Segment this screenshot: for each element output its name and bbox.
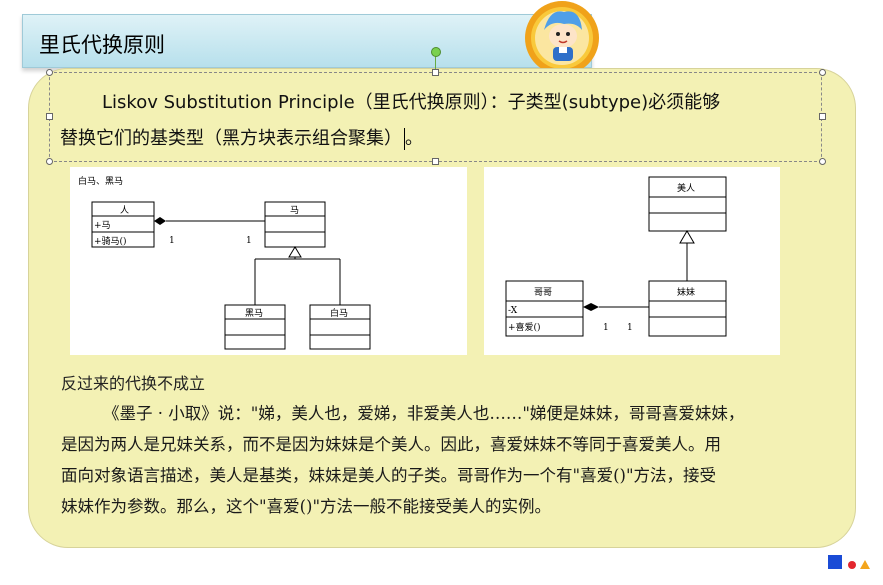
body-paragraph: 《墨子 · 小取》说："娣，美人也，爱娣，非爱美人也……"娣便是妹妹，哥哥喜爱妹… xyxy=(61,398,851,522)
intro-line-2-text: 替换它们的基类型（黑方块表示组合聚集） xyxy=(60,128,402,149)
paragraph-line: 妹妹作为参数。那么，这个"喜爱()"方法一般不能接受美人的实例。 xyxy=(61,497,552,516)
class-brother-op: +喜爱() xyxy=(508,321,541,333)
rotate-handle[interactable] xyxy=(431,47,441,57)
cartoon-boy-mascot-icon xyxy=(525,1,599,75)
resize-handle-nw[interactable] xyxy=(46,69,53,76)
class-sister-name: 妹妹 xyxy=(677,286,695,298)
subheading: 反过来的代换不成立 xyxy=(61,374,206,393)
class-white-horse-name: 白马 xyxy=(330,307,348,319)
paragraph-line: 是因为两人是兄妹关系，而不是因为妹妹是个美人。因此，喜爱妹妹不等同于喜爱美人。用 xyxy=(61,435,721,454)
resize-handle-w[interactable] xyxy=(46,113,53,120)
intro-line-1: Liskov Substitution Principle（里氏代换原则）：子类… xyxy=(102,92,721,113)
class-person-attr: +马 xyxy=(94,220,111,231)
blue-square-icon xyxy=(828,555,842,569)
class-brother-name: 哥哥 xyxy=(534,287,552,298)
rotation-stem xyxy=(435,56,436,72)
class-horse-name: 马 xyxy=(290,205,299,216)
mult-right-2: 1 xyxy=(627,323,633,333)
intro-line-2-tail: 。 xyxy=(405,128,423,149)
text-caret xyxy=(404,128,405,150)
resize-handle-se[interactable] xyxy=(819,158,826,165)
mult-left-2: 1 xyxy=(603,323,609,333)
class-person-name: 人 xyxy=(120,205,129,216)
mult-left-1: 1 xyxy=(169,236,175,246)
mult-right-1: 1 xyxy=(246,236,252,246)
uml-figure-horse: 白马、黑马 人 +马 +骑马() 1 1 马 黑马 白马 xyxy=(70,167,467,355)
title-bar: 里氏代换原则 xyxy=(22,14,592,68)
resize-handle-n[interactable] xyxy=(432,69,439,76)
resize-handle-s[interactable] xyxy=(432,158,439,165)
red-dot-icon xyxy=(848,561,856,569)
resize-handle-ne[interactable] xyxy=(819,69,826,76)
class-beauty-name: 美人 xyxy=(677,182,695,194)
uml-figure-beauty: 美人 妹妹 哥哥 -X +喜爱() 1 1 xyxy=(484,167,780,355)
slide-title: 里氏代换原则 xyxy=(39,33,165,57)
figure-caption: 白马、黑马 xyxy=(78,175,123,187)
class-black-horse-name: 黑马 xyxy=(245,308,263,319)
resize-handle-e[interactable] xyxy=(819,113,826,120)
intro-line-2: 替换它们的基类型（黑方块表示组合聚集）。 xyxy=(60,121,810,157)
intro-text-box[interactable]: Liskov Substitution Principle（里氏代换原则）：子类… xyxy=(60,85,810,157)
paragraph-line: 《墨子 · 小取》说："娣，美人也，爱娣，非爱美人也……"娣便是妹妹，哥哥喜爱妹… xyxy=(103,404,745,423)
class-person-op: +骑马() xyxy=(94,235,127,247)
class-brother-attr: -X xyxy=(508,306,518,316)
slide-nav-icons xyxy=(828,555,878,573)
orange-triangle-icon xyxy=(860,560,870,569)
paragraph-line: 面向对象语言描述，美人是基类，妹妹是美人的子类。哥哥作为一个有"喜爱()"方法，… xyxy=(61,466,717,485)
resize-handle-sw[interactable] xyxy=(46,158,53,165)
